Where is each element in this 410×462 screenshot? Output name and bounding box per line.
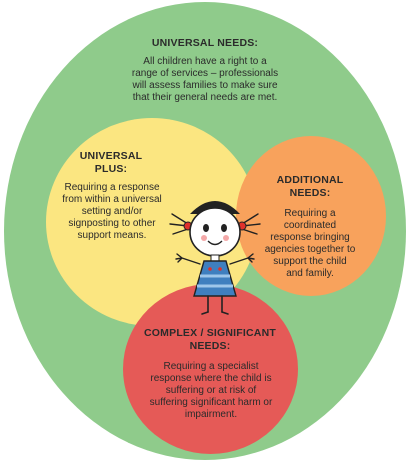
child-drawing-icon <box>169 201 261 315</box>
universal-needs-title: UNIVERSAL NEEDS: <box>151 37 259 49</box>
universal-needs-description: All children have a right to a range of … <box>131 56 279 103</box>
universal-plus-description: Requiring a response from within a unive… <box>62 182 162 241</box>
complex-needs-circle <box>123 284 298 454</box>
complex-needs-title: COMPLEX / SIGNIFICANT NEEDS: <box>144 327 276 352</box>
complex-needs-description: Requiring a specialist response where th… <box>149 361 273 420</box>
additional-needs-circle <box>236 136 386 296</box>
universal-plus-title: UNIVERSAL PLUS: <box>79 150 143 175</box>
additional-needs-title: ADDITIONAL NEEDS: <box>276 174 344 199</box>
additional-needs-description: Requiring a coordinated response bringin… <box>264 208 356 279</box>
